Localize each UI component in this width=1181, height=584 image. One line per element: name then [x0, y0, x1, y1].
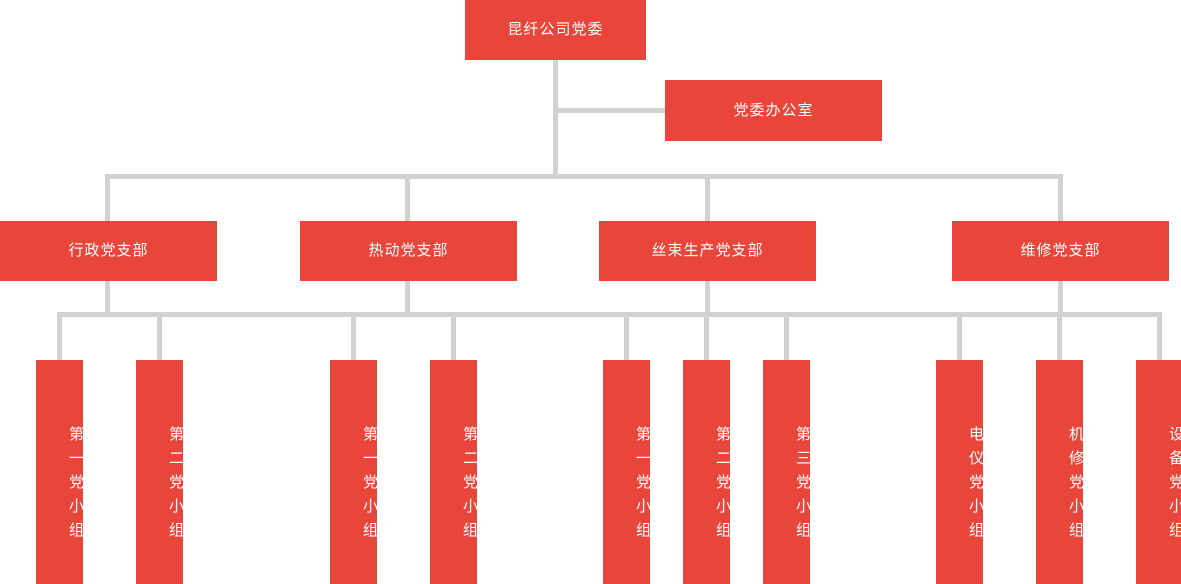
connector-branch-down-3	[705, 281, 710, 314]
node-group-mechanical-repair[interactable]: 机修党小组	[1036, 360, 1084, 584]
connector-group-stem-2	[157, 312, 162, 360]
node-branch-tow-production[interactable]: 丝束生产党支部	[599, 221, 816, 281]
connector-root-to-office	[553, 108, 665, 113]
connector-root-stem	[553, 60, 558, 178]
connector-group-stem-6	[704, 312, 709, 360]
connector-group-bus	[57, 312, 1162, 317]
node-group-thermal-1[interactable]: 第一党小组	[330, 360, 378, 584]
connector-branch-stem-4	[1058, 174, 1063, 221]
connector-group-stem-9	[1057, 312, 1062, 360]
node-root[interactable]: 昆纤公司党委	[465, 0, 646, 60]
connector-group-stem-3	[351, 312, 356, 360]
connector-branch-down-4	[1058, 281, 1063, 314]
connector-group-stem-5	[624, 312, 629, 360]
connector-group-stem-1	[57, 312, 62, 360]
node-branch-administrative[interactable]: 行政党支部	[0, 221, 217, 281]
node-group-equipment[interactable]: 设备党小组	[1136, 360, 1181, 584]
connector-branch-stem-2	[405, 174, 410, 221]
connector-group-stem-7	[784, 312, 789, 360]
connector-group-stem-8	[957, 312, 962, 360]
node-branch-thermal-power[interactable]: 热动党支部	[300, 221, 517, 281]
connector-branch-stem-3	[705, 174, 710, 221]
node-group-admin-1[interactable]: 第一党小组	[36, 360, 84, 584]
connector-branch-down-1	[105, 281, 110, 314]
node-group-tow-1[interactable]: 第一党小组	[603, 360, 651, 584]
connector-branch-stem-1	[105, 174, 110, 221]
node-group-tow-2[interactable]: 第二党小组	[683, 360, 731, 584]
node-party-office[interactable]: 党委办公室	[665, 80, 882, 141]
node-group-thermal-2[interactable]: 第二党小组	[430, 360, 478, 584]
connector-group-stem-10	[1157, 312, 1162, 360]
node-group-electrical-instrument[interactable]: 电仪党小组	[936, 360, 984, 584]
node-branch-maintenance[interactable]: 维修党支部	[952, 221, 1169, 281]
connector-branch-down-2	[405, 281, 410, 314]
node-group-tow-3[interactable]: 第三党小组	[763, 360, 811, 584]
node-group-admin-2[interactable]: 第二党小组	[136, 360, 184, 584]
connector-branch-bus	[105, 174, 1063, 179]
connector-group-stem-4	[451, 312, 456, 360]
